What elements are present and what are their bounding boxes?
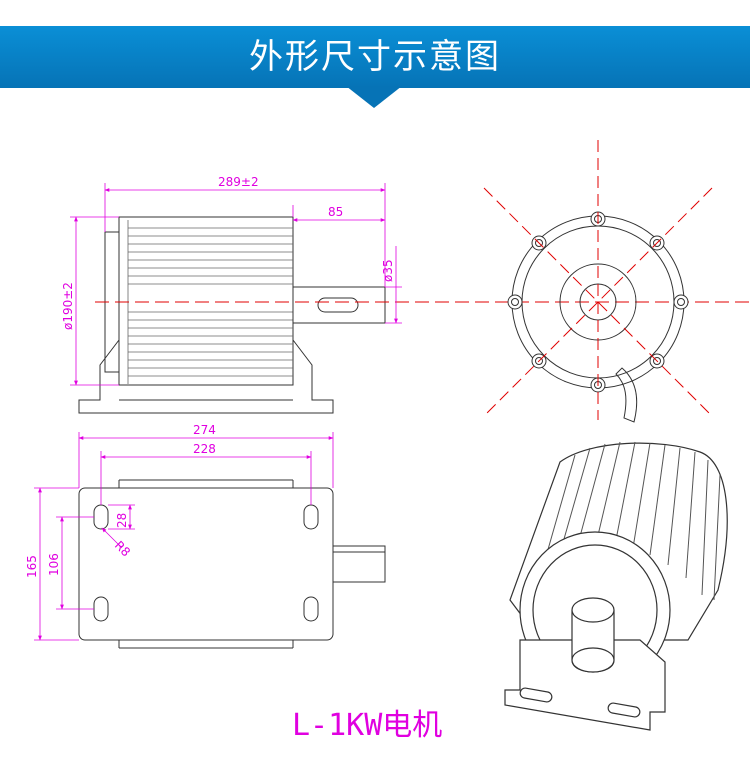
- model-caption: L-1KW电机: [292, 708, 443, 743]
- top-view-slot: [303, 596, 319, 622]
- side-view-fins: [127, 220, 293, 384]
- top-view-slot: [303, 504, 319, 530]
- iso-base: [504, 639, 666, 731]
- top-view-slot: [93, 596, 109, 622]
- shaft-diameter-label: ø35: [381, 259, 395, 282]
- body-diameter-label: ø190±2: [61, 282, 75, 330]
- top-view-dimensions: [34, 432, 334, 641]
- title-banner-notch: [346, 86, 402, 108]
- hole-spacing-x-label: 228: [193, 442, 216, 456]
- top-view-base-plate: [78, 487, 334, 641]
- title-banner: [0, 26, 750, 88]
- front-view-cable: [615, 367, 638, 423]
- side-view: [78, 216, 386, 414]
- top-view: [78, 479, 386, 649]
- slot-length-label: 28: [115, 513, 129, 528]
- shaft-length-label: 85: [328, 205, 343, 219]
- side-view-base: [78, 339, 334, 414]
- top-view-slot: [93, 504, 109, 530]
- page-title: 外形尺寸示意图: [249, 37, 501, 77]
- front-view: [507, 211, 689, 423]
- overall-length-label: 289±2: [218, 175, 259, 189]
- hole-spacing-y-label: 106: [47, 553, 61, 576]
- side-view-dimensions: [70, 183, 402, 386]
- side-view-keyway: [317, 297, 359, 313]
- iso-shaft-end: [571, 597, 615, 623]
- top-view-shaft: [332, 545, 386, 583]
- base-width-label: 165: [25, 555, 39, 578]
- isometric-view: [504, 441, 728, 731]
- base-length-label: 274: [193, 423, 216, 437]
- side-view-shaft: [292, 286, 386, 324]
- front-view-centerlines: [483, 140, 713, 420]
